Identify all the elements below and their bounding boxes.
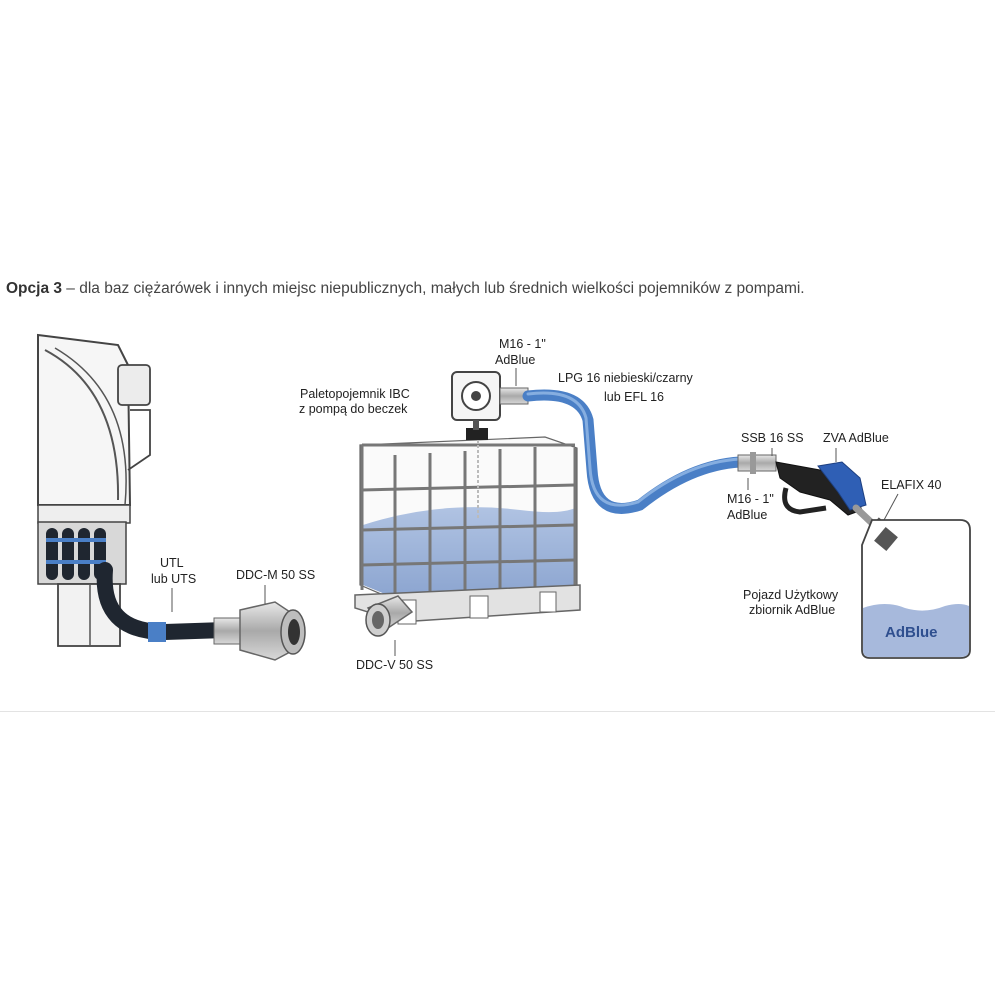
utl-hose-band <box>148 622 166 642</box>
drum-pump <box>451 371 529 520</box>
label-m16-top-adblue: AdBlue <box>495 353 535 367</box>
label-lpg: LPG 16 niebieski/czarny <box>558 371 694 385</box>
tank-liquid <box>863 604 969 657</box>
caption-text: – dla baz ciężarówek i innych miejsc nie… <box>62 280 805 297</box>
label-vehicle-tank: zbiornik AdBlue <box>749 603 835 617</box>
ddc-v-coupling <box>365 595 414 637</box>
label-ibc-pump: z pompą do beczek <box>299 402 408 416</box>
caption: Opcja 3 – dla baz ciężarówek i innych mi… <box>6 280 805 298</box>
label-m16-bottom-adblue: AdBlue <box>727 508 767 522</box>
label-ibc: Paletopojemnik IBC <box>300 387 410 401</box>
label-utl-alt: lub UTS <box>151 572 196 586</box>
pipe-coil <box>46 528 106 580</box>
label-m16-top: M16 - 1" <box>499 337 546 351</box>
label-lpg-alt: lub EFL 16 <box>604 390 664 404</box>
label-utl: UTL <box>160 556 184 570</box>
label-elafix: ELAFIX 40 <box>881 478 941 492</box>
ssb-swivel <box>737 452 777 474</box>
ibc-container <box>354 428 581 625</box>
vehicle-adblue-tank <box>861 519 971 659</box>
label-vehicle: Pojazd Użytkowy <box>743 588 839 602</box>
label-zva: ZVA AdBlue <box>823 431 889 445</box>
caption-bold: Opcja 3 <box>6 280 62 297</box>
tank-adblue-text: AdBlue <box>885 624 938 641</box>
divider <box>0 711 995 712</box>
truck-tank-illustration <box>37 333 151 647</box>
label-m16-bottom: M16 - 1" <box>727 492 774 506</box>
label-ssb: SSB 16 SS <box>741 431 804 445</box>
label-ddc-m: DDC-M 50 SS <box>236 568 315 582</box>
ddc-m-coupling <box>213 601 306 661</box>
label-ddc-v: DDC-V 50 SS <box>356 658 433 672</box>
